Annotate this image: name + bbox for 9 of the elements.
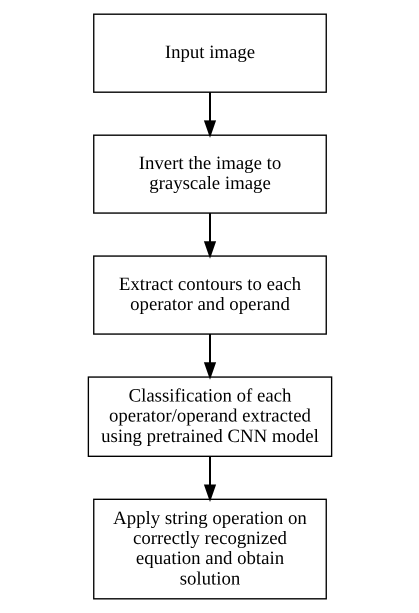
arrow <box>203 334 216 380</box>
node-box: Input image <box>92 14 326 93</box>
node-box: Extract contours to each operator and operand <box>92 255 326 335</box>
node-box: Apply string operation on correctly recognized equation and obtain solution <box>92 498 326 600</box>
arrow <box>203 456 216 502</box>
node-box: Invert the image to grayscale image <box>92 134 326 214</box>
arrow <box>203 214 216 259</box>
node-box: Classification of each operator/operand extracted using pretrained CNN model <box>87 376 332 458</box>
arrow <box>203 92 216 138</box>
